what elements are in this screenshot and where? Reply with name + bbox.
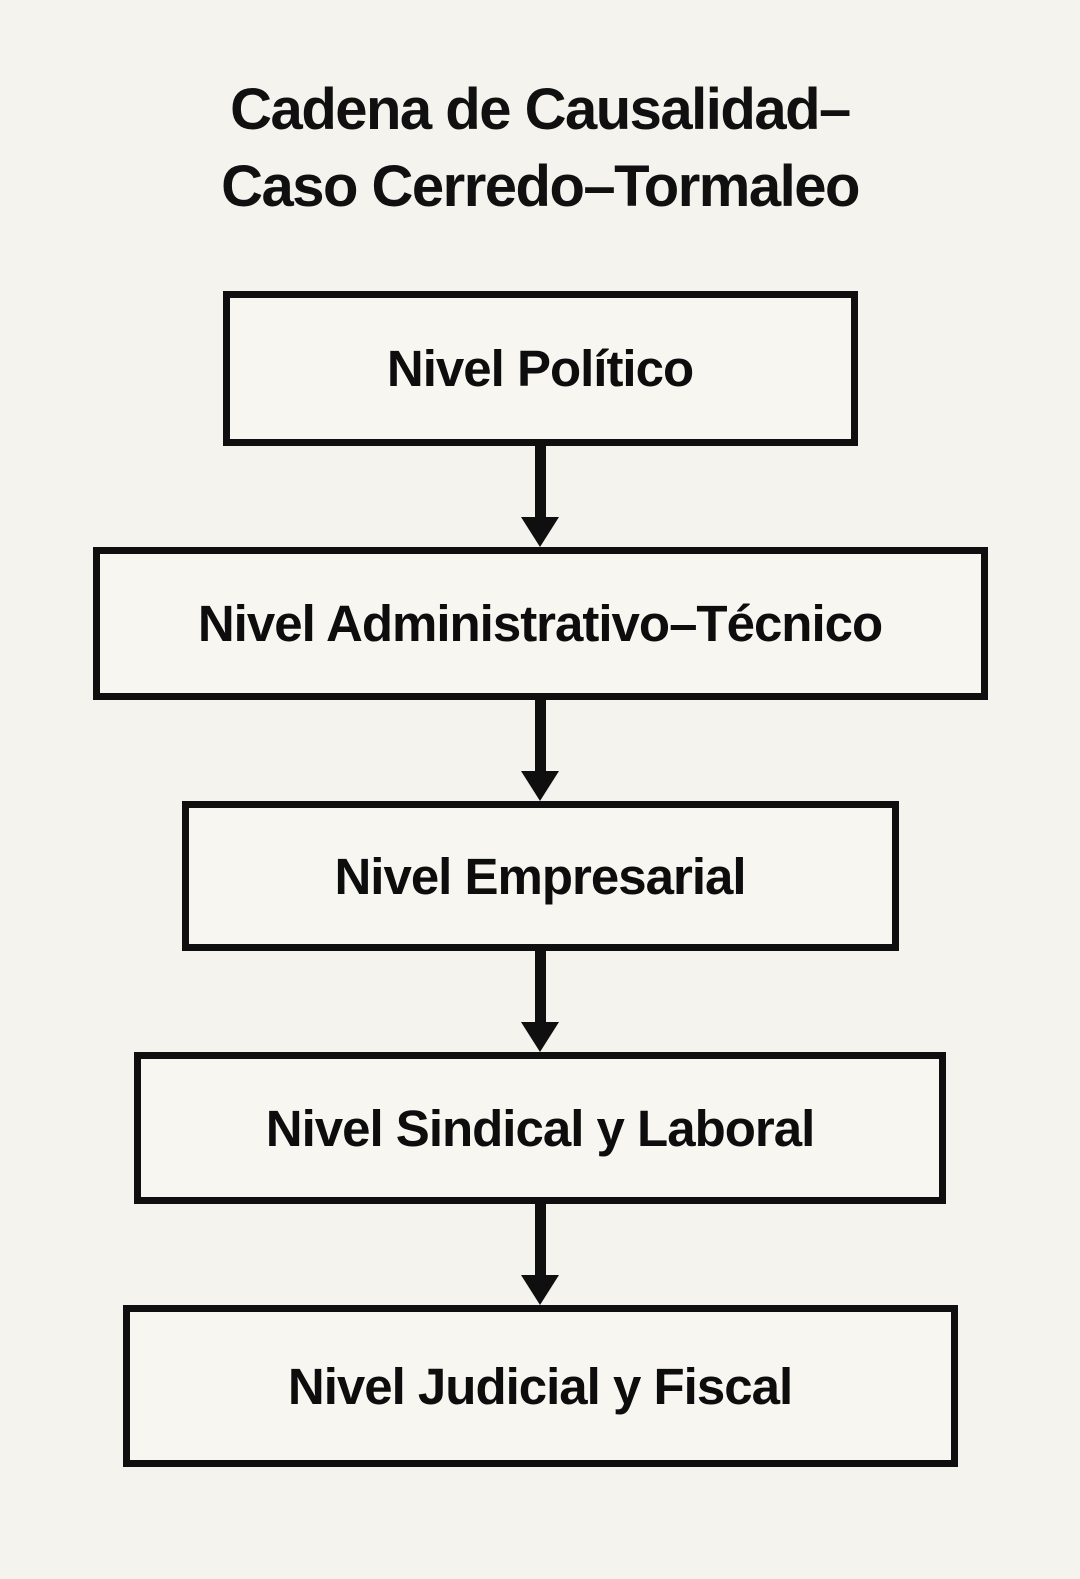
flow-node-label: Nivel Empresarial xyxy=(334,847,746,905)
flow-node-label: Nivel Judicial y Fiscal xyxy=(287,1357,793,1415)
arrow-stem xyxy=(534,1204,546,1276)
flow-node-label: Nivel Político xyxy=(386,340,694,398)
flow-node-nivel-administrativo-tecnico: Nivel Administrativo–Técnico xyxy=(92,547,988,701)
flow-node-nivel-sindical-laboral: Nivel Sindical y Laboral xyxy=(134,1052,946,1205)
arrow-head-icon xyxy=(521,771,559,802)
arrow-head-icon xyxy=(521,1022,559,1053)
diagram-title-line-1: Cadena de Causalidad– xyxy=(230,77,851,142)
arrow-stem xyxy=(534,700,546,772)
arrow-stem xyxy=(534,446,546,518)
arrow-stem xyxy=(534,951,546,1023)
flow-node-nivel-empresarial: Nivel Empresarial xyxy=(181,801,899,952)
flow-node-nivel-judicial-fiscal: Nivel Judicial y Fiscal xyxy=(122,1305,958,1468)
flow-node-label: Nivel Administrativo–Técnico xyxy=(197,595,883,653)
arrow-down-connector-3 xyxy=(521,951,559,1053)
arrow-down-connector-2 xyxy=(521,700,559,802)
flow-node-nivel-politico: Nivel Político xyxy=(222,291,858,447)
diagram-title: Cadena de Causalidad– Caso Cerredo–Torma… xyxy=(221,72,860,225)
arrow-head-icon xyxy=(521,517,559,548)
arrow-down-connector-1 xyxy=(521,446,559,548)
flowchart: Nivel Político Nivel Administrativo–Técn… xyxy=(92,291,988,1468)
flow-node-label: Nivel Sindical y Laboral xyxy=(265,1099,816,1157)
arrow-down-connector-4 xyxy=(521,1204,559,1306)
diagram-title-line-2: Caso Cerredo–Tormaleo xyxy=(221,153,860,219)
arrow-head-icon xyxy=(521,1275,559,1306)
